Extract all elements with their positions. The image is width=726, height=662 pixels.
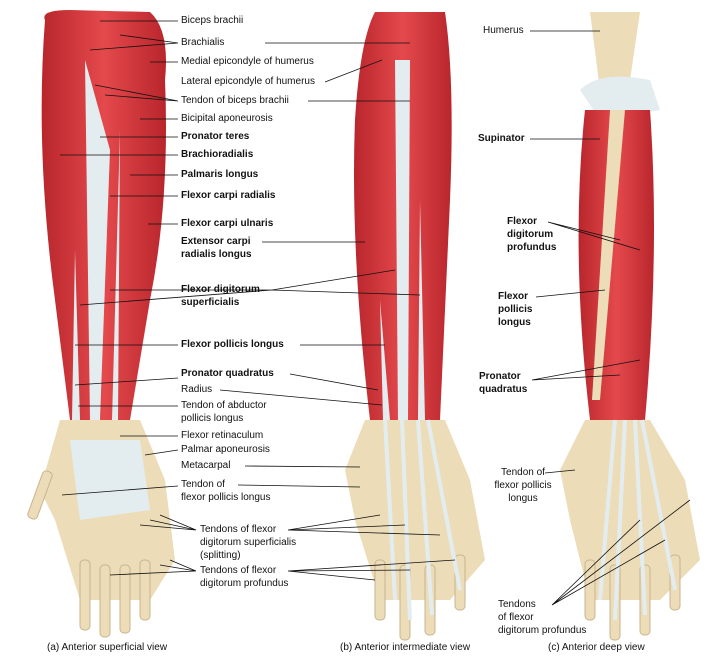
label-pronator-quadratus-deep: Pronator quadratus — [479, 370, 527, 396]
label-palmaris-longus: Palmaris longus — [181, 169, 259, 180]
label-tendons-fds: Tendons of flexor digitorum superficialis… — [200, 523, 296, 562]
label-line: Tendon of — [501, 467, 545, 478]
label-tendons-fdp: Tendons of flexor digitorum profundus — [200, 564, 288, 590]
label-supinator: Supinator — [478, 133, 525, 144]
label-bicipital-aponeurosis: Bicipital aponeurosis — [181, 113, 273, 124]
caption-panel-c: (c) Anterior deep view — [548, 642, 645, 653]
label-line: (splitting) — [200, 550, 241, 561]
label-line: of flexor — [498, 612, 534, 623]
label-palmar-aponeurosis: Palmar aponeurosis — [181, 444, 270, 455]
label-tendon-flexor-pollicis-longus-deep: Tendon of flexor pollicis longus — [478, 466, 568, 505]
label-line: Tendons of flexor — [200, 524, 277, 535]
label-pronator-quadratus: Pronator quadratus — [181, 368, 274, 379]
label-radius: Radius — [181, 384, 213, 395]
label-line: pollicis longus — [181, 413, 244, 424]
label-medial-epicondyle: Medial epicondyle of humerus — [181, 56, 314, 67]
label-line: longus — [498, 317, 531, 328]
label-line: digitorum superficialis — [200, 537, 297, 548]
label-line: Tendon of abductor — [181, 400, 267, 411]
label-brachioradialis: Brachioradialis — [181, 149, 254, 160]
forearm-intermediate-illustration — [345, 12, 485, 641]
label-line: longus — [508, 493, 538, 504]
label-flexor-digitorum-profundus: Flexor digitorum profundus — [507, 215, 556, 254]
label-line: Tendon of — [181, 479, 225, 490]
label-flexor-pollicis-longus-deep: Flexor pollicis longus — [498, 290, 532, 329]
label-tendon-biceps: Tendon of biceps brachii — [181, 95, 289, 106]
label-line: digitorum profundus — [498, 625, 587, 636]
label-line: flexor pollicis longus — [181, 492, 271, 503]
label-humerus: Humerus — [483, 25, 524, 36]
label-flexor-retinaculum: Flexor retinaculum — [181, 430, 264, 441]
label-line: digitorum profundus — [200, 578, 289, 589]
label-line: quadratus — [479, 384, 528, 395]
label-line: Pronator — [479, 371, 521, 382]
label-line: digitorum — [507, 229, 554, 240]
label-metacarpal: Metacarpal — [181, 460, 231, 471]
leader-lines — [60, 20, 691, 606]
label-line: Flexor digitorum — [181, 284, 260, 295]
label-tendon-flexor-pollicis-longus: Tendon of flexor pollicis longus — [181, 478, 271, 504]
label-line: Extensor carpi — [181, 236, 251, 247]
label-line: Flexor — [507, 216, 538, 227]
label-brachialis: Brachialis — [181, 37, 225, 48]
forearm-deep-illustration — [560, 12, 700, 641]
forearm-superficial-illustration — [27, 10, 175, 638]
label-lateral-epicondyle: Lateral epicondyle of humerus — [181, 76, 315, 87]
label-line: profundus — [507, 242, 557, 253]
label-line: Tendons of flexor — [200, 565, 277, 576]
caption-panel-a: (a) Anterior superficial view — [47, 642, 168, 653]
label-flexor-pollicis-longus: Flexor pollicis longus — [181, 339, 284, 350]
label-pronator-teres: Pronator teres — [181, 131, 250, 142]
label-flexor-carpi-ulnaris: Flexor carpi ulnaris — [181, 218, 274, 229]
label-tendons-fdp-deep: Tendons of flexor digitorum profundus — [498, 598, 586, 637]
label-line: Flexor — [498, 291, 529, 302]
label-flexor-digitorum-superficialis: Flexor digitorum superficialis — [181, 283, 260, 309]
label-line: flexor pollicis — [494, 480, 552, 491]
label-line: superficialis — [181, 297, 240, 308]
caption-panel-b: (b) Anterior intermediate view — [340, 642, 471, 653]
label-flexor-carpi-radialis: Flexor carpi radialis — [181, 190, 276, 201]
label-tendon-abductor-pollicis-longus: Tendon of abductor pollicis longus — [181, 399, 267, 425]
label-biceps-brachii: Biceps brachii — [181, 15, 244, 26]
label-extensor-carpi-radialis-longus: Extensor carpi radialis longus — [181, 235, 252, 261]
label-line: pollicis — [498, 304, 533, 315]
label-line: Tendons — [498, 599, 536, 610]
label-line: radialis longus — [181, 249, 252, 260]
